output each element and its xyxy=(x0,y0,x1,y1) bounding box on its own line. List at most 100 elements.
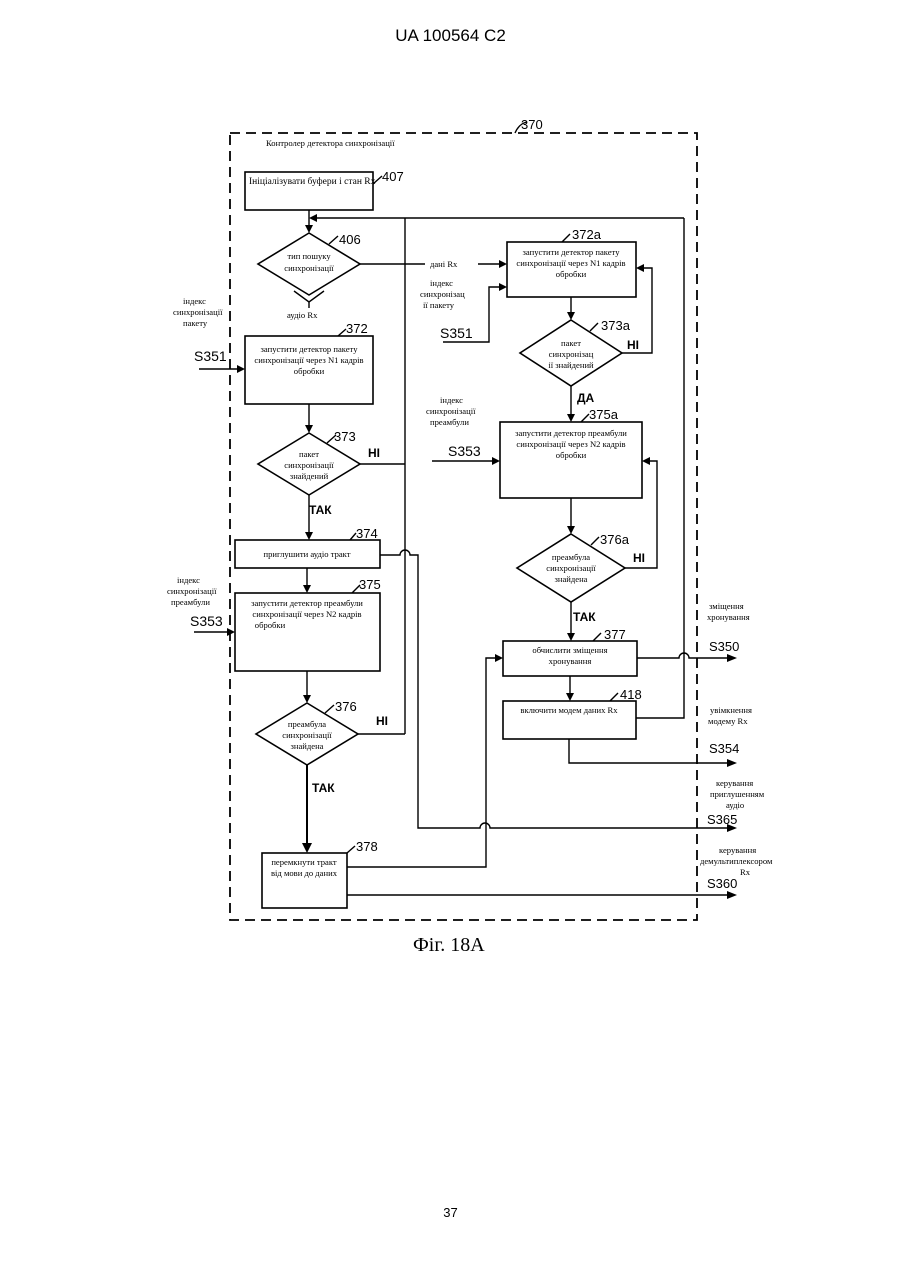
diamond-376-line-1: преамбула xyxy=(288,719,326,729)
input-s351-right-line-3: ії пакету xyxy=(423,300,455,310)
arrowhead xyxy=(303,585,311,593)
output-s360-line-1: керування xyxy=(719,845,756,855)
loop-418-line xyxy=(636,218,684,718)
input-s351-right-line-1: індекс xyxy=(430,278,453,288)
ref-373a-leader xyxy=(590,323,598,331)
label-audio-rx: аудіо Rx xyxy=(287,310,318,320)
ref-377-leader xyxy=(593,633,601,641)
arrowhead xyxy=(567,312,575,320)
label-376-no: НІ xyxy=(376,714,388,728)
arrowhead xyxy=(305,425,313,433)
input-s353-left-line-1: індекс xyxy=(177,575,200,585)
label-373a-no: НІ xyxy=(627,338,639,352)
arrowhead xyxy=(727,891,737,899)
input-s351-left-signal: S351 xyxy=(194,348,227,364)
arrowhead xyxy=(636,264,644,272)
ref-372: 372 xyxy=(346,321,368,336)
output-s360-signal: S360 xyxy=(707,876,737,891)
label-373a-yes: ДА xyxy=(577,391,595,405)
arrowhead xyxy=(567,414,575,422)
input-s351-right-line-2: синхронізац xyxy=(420,289,465,299)
output-s365-line-1: керування xyxy=(716,778,753,788)
label-373-no: НІ xyxy=(368,446,380,460)
ref-372-leader xyxy=(338,329,346,336)
ref-378-leader xyxy=(347,846,355,853)
ref-373: 373 xyxy=(334,429,356,444)
box-372a-line-3: обробки xyxy=(556,269,587,279)
output-s360-line-2: демультиплексором xyxy=(700,856,773,866)
input-s353-right-line-1: індекс xyxy=(440,395,463,405)
diamond-376-line-3: знайдена xyxy=(290,741,323,751)
ref-374: 374 xyxy=(356,526,378,541)
controller-title: Контролер детектора синхронізації xyxy=(266,138,395,148)
ref-376a: 376a xyxy=(600,532,630,547)
ref-376-leader xyxy=(325,705,334,713)
label-data-rx: дані Rx xyxy=(430,259,458,269)
box-375-line-1: запустити детектор преамбули xyxy=(251,598,363,608)
diamond-373-line-2: синхронізації xyxy=(284,460,334,470)
arrowhead xyxy=(305,532,313,540)
output-s365-line-2: приглушенням xyxy=(710,789,765,799)
box-377-line-1: обчислити зміщення xyxy=(532,645,607,655)
arrowhead xyxy=(566,693,574,701)
diamond-406-line-1: тип пошуку xyxy=(287,251,331,261)
ref-376: 376 xyxy=(335,699,357,714)
arrowhead xyxy=(237,365,245,373)
diamond-373a-line-1: пакет xyxy=(561,338,581,348)
box-375-line-3: обробки xyxy=(255,620,286,630)
ref-376a-leader xyxy=(591,537,599,545)
diamond-376a-line-2: синхронізації xyxy=(546,563,596,573)
arrowhead xyxy=(305,225,313,233)
box-372a-line-2: синхронізації через N1 кадрів xyxy=(516,258,625,268)
arrowhead xyxy=(642,457,650,465)
ref-406-leader xyxy=(329,236,338,244)
output-s360-line-3: Rx xyxy=(740,867,751,877)
arrowhead xyxy=(227,628,235,636)
input-s351-left-line-2: синхронізації xyxy=(173,307,223,317)
ref-375a-leader xyxy=(581,414,589,422)
arrowhead xyxy=(727,759,737,767)
box-375a-line-3: обробки xyxy=(556,450,587,460)
controller-ref: 370 xyxy=(521,117,543,132)
diamond-373a-line-2: синхронізац xyxy=(549,349,594,359)
input-s353-right-signal: S353 xyxy=(448,443,481,459)
diamond-376a-line-3: знайдена xyxy=(554,574,587,584)
output-s365-line-3: аудіо xyxy=(726,800,744,810)
box-375a-line-2: синхронізації через N2 кадрів xyxy=(516,439,625,449)
diamond-376-line-2: синхронізації xyxy=(282,730,332,740)
label-376a-no: НІ xyxy=(633,551,645,565)
diamond-376a-line-1: преамбула xyxy=(552,552,590,562)
arrowhead xyxy=(567,526,575,534)
input-s353-right-line-2: синхронізації xyxy=(426,406,476,416)
box-378-line-2: від мови до даних xyxy=(271,868,338,878)
ref-372a-leader xyxy=(562,234,570,242)
label-376-yes: ТАК xyxy=(312,781,335,795)
output-s350-signal: S350 xyxy=(709,639,739,654)
box-375-line-2: синхронізації через N2 кадрів xyxy=(252,609,361,619)
ref-418-leader xyxy=(610,693,618,701)
input-s351-left-line-1: індекс xyxy=(183,296,206,306)
box-374-line-1: приглушити аудіо тракт xyxy=(263,549,350,559)
arrowhead xyxy=(302,843,312,853)
output-s354-line-2: модему Rx xyxy=(708,716,748,726)
ref-375a: 375a xyxy=(589,407,619,422)
arrowhead xyxy=(309,214,317,222)
input-s353-right-line-3: преамбули xyxy=(430,417,469,427)
input-s353-left-signal: S353 xyxy=(190,613,223,629)
ref-377: 377 xyxy=(604,627,626,642)
box-407-line-1: Ініціалізувати буфери і стан Rx xyxy=(249,176,376,187)
arrowhead xyxy=(492,457,500,465)
arrowhead xyxy=(567,633,575,641)
diamond-373a-line-3: ії знайдений xyxy=(548,360,594,370)
arrowhead xyxy=(499,283,507,291)
box-372a-line-1: запустити детектор пакету xyxy=(523,247,621,257)
output-s350-line-2: хронування xyxy=(707,612,750,622)
box-377-line-2: хронування xyxy=(549,656,592,666)
box-418-line-1: включити модем даних Rx xyxy=(520,705,618,715)
ref-375: 375 xyxy=(359,577,381,592)
input-s353-left-line-2: синхронізації xyxy=(167,586,217,596)
input-s351-right-signal: S351 xyxy=(440,325,473,341)
output-s354-signal: S354 xyxy=(709,741,739,756)
box-375a-line-1: запустити детектор преамбули xyxy=(515,428,627,438)
ref-373a: 373a xyxy=(601,318,631,333)
